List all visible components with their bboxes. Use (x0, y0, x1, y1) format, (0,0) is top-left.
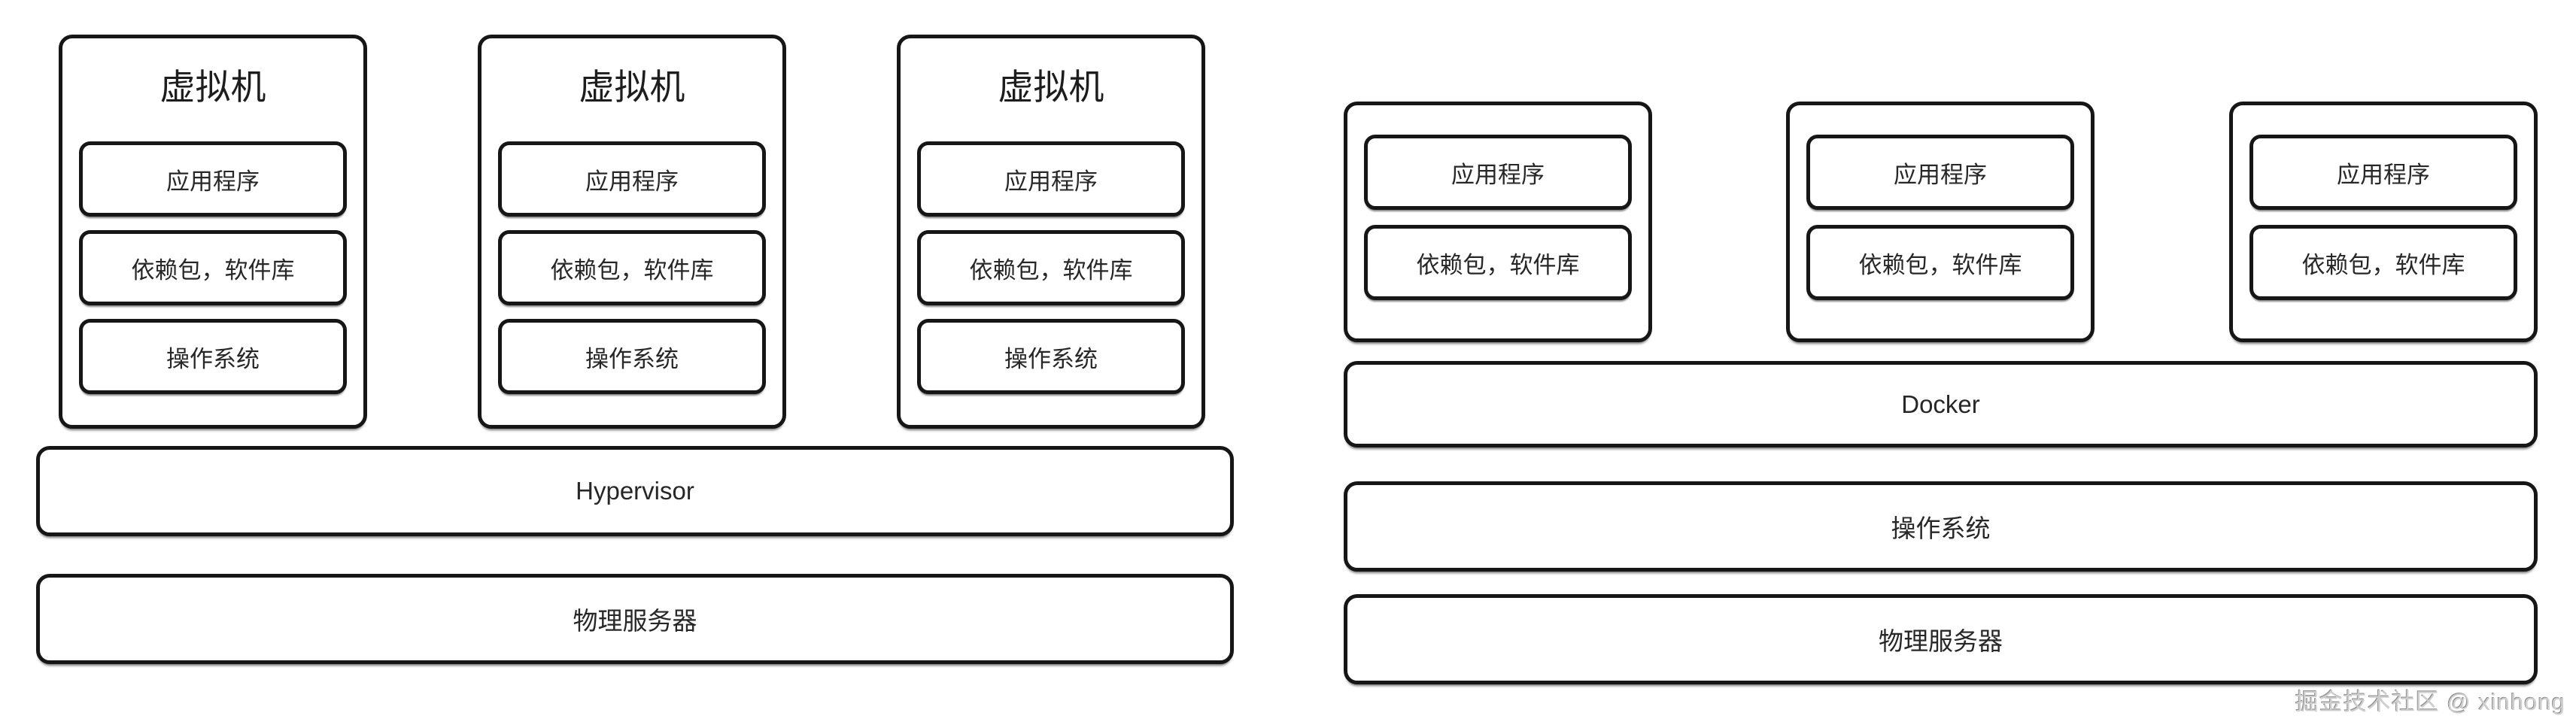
container1-application-layer: 应用程序 (1364, 135, 1632, 210)
os-bar-right: 操作系统 (1344, 481, 2538, 572)
vm2-dependencies-layer: 依赖包，软件库 (498, 230, 766, 305)
container1-dependencies-layer: 依赖包，软件库 (1364, 225, 1632, 300)
vm-box-1: 虚拟机 应用程序 依赖包，软件库 操作系统 (59, 35, 367, 429)
container3-application-layer: 应用程序 (2249, 135, 2517, 210)
watermark: 掘金技术社区 @ xinhong (2295, 689, 2565, 715)
physical-server-bar-left: 物理服务器 (36, 574, 1234, 664)
docker-bar: Docker (1344, 361, 2538, 447)
vm-title: 虚拟机 (159, 67, 266, 107)
vm-title: 虚拟机 (579, 67, 685, 107)
vm-box-3: 虚拟机 应用程序 依赖包，软件库 操作系统 (897, 35, 1205, 429)
container2-dependencies-layer: 依赖包，软件库 (1806, 225, 2074, 300)
vm-box-2: 虚拟机 应用程序 依赖包，软件库 操作系统 (478, 35, 786, 429)
vm1-application-layer: 应用程序 (79, 141, 347, 217)
container-box-1: 应用程序 依赖包，软件库 (1344, 102, 1652, 342)
vm1-os-layer: 操作系统 (79, 319, 347, 394)
vm3-dependencies-layer: 依赖包，软件库 (917, 230, 1185, 305)
vm3-application-layer: 应用程序 (917, 141, 1185, 217)
container2-application-layer: 应用程序 (1806, 135, 2074, 210)
vm3-os-layer: 操作系统 (917, 319, 1185, 394)
vm2-os-layer: 操作系统 (498, 319, 766, 394)
container-box-2: 应用程序 依赖包，软件库 (1786, 102, 2095, 342)
hypervisor-bar: Hypervisor (36, 446, 1234, 536)
vm2-application-layer: 应用程序 (498, 141, 766, 217)
container-box-3: 应用程序 依赖包，软件库 (2229, 102, 2538, 342)
vm1-dependencies-layer: 依赖包，软件库 (79, 230, 347, 305)
vm-title: 虚拟机 (998, 67, 1104, 107)
container3-dependencies-layer: 依赖包，软件库 (2249, 225, 2517, 300)
physical-server-bar-right: 物理服务器 (1344, 594, 2538, 684)
